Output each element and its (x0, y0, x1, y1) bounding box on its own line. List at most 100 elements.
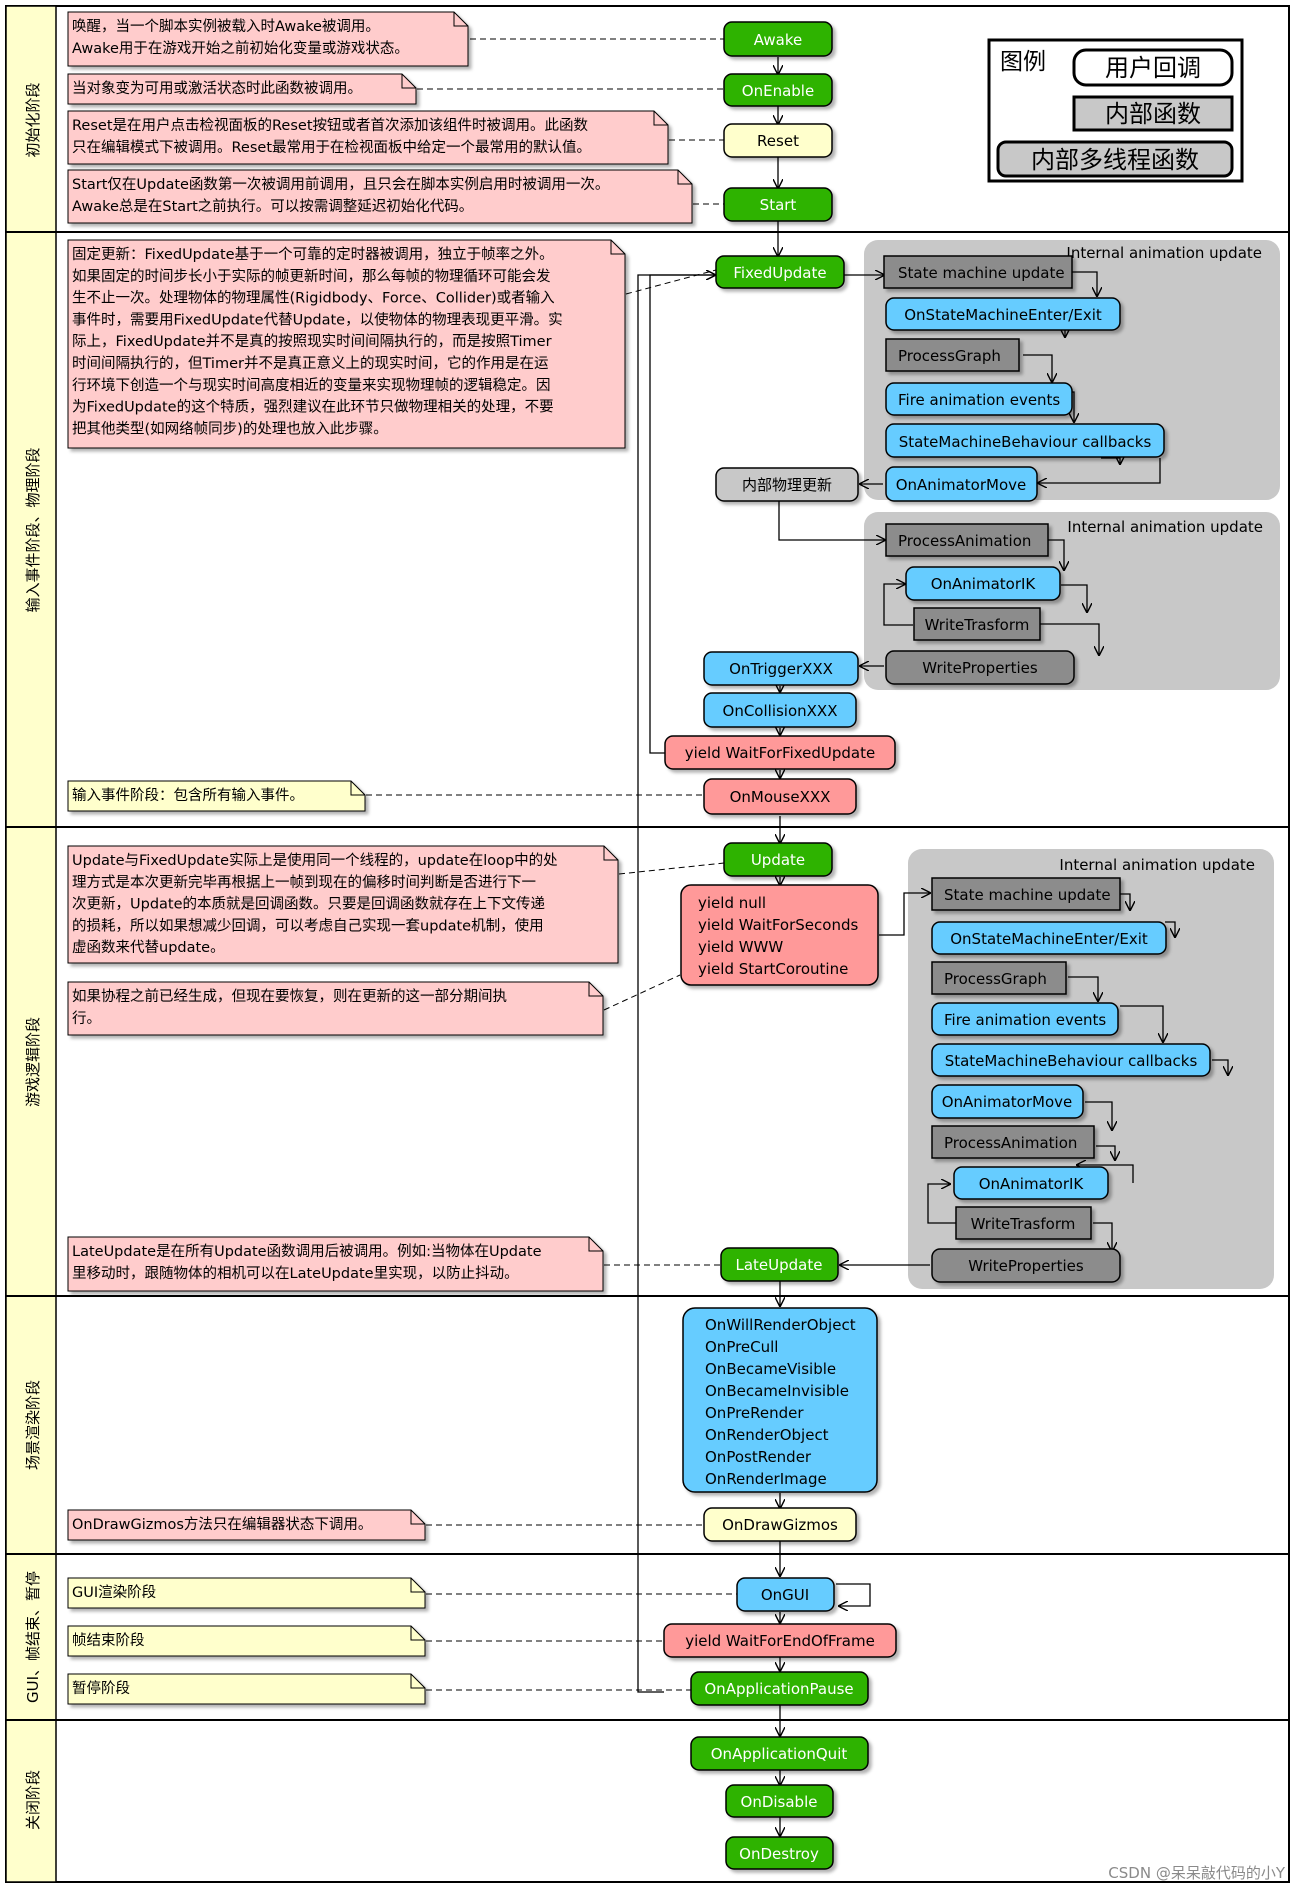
yield-www: yield WWW (698, 938, 783, 956)
svg-text:Reset: Reset (757, 132, 799, 150)
write-properties-2: WriteProperties (968, 1257, 1084, 1275)
note-line: LateUpdate是在所有Update函数调用后被调用。例如:当物体在Upda… (72, 1243, 542, 1260)
svg-text:Update: Update (751, 851, 805, 869)
update-node: Update (723, 842, 833, 877)
note-line: 虚函数来代替update。 (72, 939, 225, 956)
note-line: 行。 (72, 1010, 101, 1027)
write-trasform-2: WriteTrasform (971, 1215, 1076, 1233)
note-line: GUI渲染阶段 (72, 1584, 156, 1601)
lateupdate-node: LateUpdate (720, 1247, 839, 1282)
phase-label-input-physics: 输入事件阶段、物理阶段 (24, 447, 42, 612)
note-fixedupdate: 固定更新：FixedUpdate基于一个可靠的定时器被调用，独立于帧率之外。如果… (67, 239, 626, 449)
onmouse-node: OnMouseXXX (703, 778, 857, 815)
svg-text:内部物理更新: 内部物理更新 (742, 476, 832, 494)
fire-animation-events-1: Fire animation events (898, 391, 1060, 409)
note-frame-end: 帧结束阶段 (67, 1625, 426, 1657)
note-line: 生不止一次。处理物体的物理属性(Rigidbody、Force、Collider… (72, 290, 555, 307)
onapplicationpause-node: OnApplicationPause (690, 1671, 869, 1706)
svg-text:OnPreCull: OnPreCull (705, 1338, 778, 1356)
svg-text:OnDestroy: OnDestroy (739, 1845, 819, 1863)
process-graph-1: ProcessGraph (898, 347, 1001, 365)
state-machine-behaviour-callbacks-1: StateMachineBehaviour callbacks (899, 433, 1152, 451)
internal-title-1: Internal animation update (1066, 244, 1262, 262)
fixedupdate-node: FixedUpdate (715, 255, 845, 289)
phase-label-shutdown: 关闭阶段 (24, 1770, 42, 1830)
note-ondrawgizmos: OnDrawGizmos方法只在编辑器状态下调用。 (67, 1509, 426, 1541)
svg-text:OnDrawGizmos: OnDrawGizmos (722, 1516, 838, 1534)
note-line: 输入事件阶段：包含所有输入事件。 (72, 787, 304, 804)
note-line: Awake用于在游戏开始之前初始化变量或游戏状态。 (72, 40, 409, 57)
legend-user-callback-swatch (1072, 48, 1234, 87)
phase-label-gui: GUI、帧结束、暂停 (24, 1571, 42, 1703)
note-line: 如果协程之前已经生成，但现在要恢复，则在更新的这一部分期间执 (72, 987, 507, 1005)
internal-nodes-update: State machine update OnStateMachineEnter… (931, 877, 1211, 1283)
phase-label-render: 场景渲染阶段 (24, 1380, 42, 1470)
svg-text:OnDisable: OnDisable (741, 1793, 818, 1811)
svg-text:Awake: Awake (754, 31, 803, 49)
render-callbacks-node: OnWillRenderObject OnPreCull OnBecameVis… (682, 1307, 878, 1493)
svg-text:OnApplicationPause: OnApplicationPause (704, 1680, 853, 1698)
ondrawgizmos-node: OnDrawGizmos (703, 1507, 857, 1542)
start-node: Start (723, 187, 833, 222)
on-state-machine-enter-exit-1: OnStateMachineEnter/Exit (904, 306, 1102, 324)
note-line: 的损耗，所以如果想减少回调，可以考虑自己实现一套update机制，使用 (72, 917, 544, 934)
onenable-node: OnEnable (723, 73, 833, 107)
note-start: Start仅在Update函数第一次被调用前调用，且只会在脚本实例启用时被调用一… (67, 169, 693, 224)
svg-text:yield WaitForFixedUpdate: yield WaitForFixedUpdate (685, 744, 875, 762)
note-line: Awake总是在Start之前执行。可以按需调整延迟初始化代码。 (72, 198, 473, 215)
legend: 图例 用户回调 内部函数 内部多线程函数 (987, 38, 1244, 183)
svg-text:OnGUI: OnGUI (761, 1586, 809, 1604)
svg-text:OnMouseXXX: OnMouseXXX (730, 788, 831, 806)
ontrigger-node: OnTriggerXXX (703, 651, 859, 686)
state-machine-update-1: State machine update (898, 264, 1065, 282)
note-line: 际上，FixedUpdate并不是真的按照现实时间间隔执行的，而是按照Timer (72, 332, 552, 350)
note-line: 理方式是本次更新完毕再根据上一帧到现在的偏移时间判断是否进行下一 (72, 874, 536, 891)
svg-text:OnPreRender: OnPreRender (705, 1404, 804, 1422)
legend-title: 图例 (1000, 49, 1046, 75)
note-reset: Reset是在用户点击检视面板的Reset按钮或者首次添加该组件时被调用。此函数… (67, 110, 669, 165)
note-line: 把其他类型(如网络帧同步)的处理也放入此步骤。 (72, 420, 388, 437)
note-line: Start仅在Update函数第一次被调用前调用，且只会在脚本实例启用时被调用一… (72, 175, 609, 193)
note-line: Update与FixedUpdate实际上是使用同一个线程的，update在lo… (72, 852, 558, 869)
note-line: 行环境下创造一个与现实时间高度相近的变量来实现物理帧的逻辑稳定。因 (72, 376, 551, 394)
legend-internal-function-swatch (1072, 95, 1234, 132)
on-state-machine-enter-exit-2: OnStateMachineEnter/Exit (950, 930, 1148, 948)
note-connectors (366, 38, 737, 1691)
note-line: 唤醒，当一个脚本实例被载入时Awake被调用。 (72, 18, 380, 35)
svg-text:OnRenderObject: OnRenderObject (705, 1426, 829, 1444)
svg-text:LateUpdate: LateUpdate (736, 1256, 823, 1274)
yield-endofframe-node: yield WaitForEndOfFrame (663, 1623, 897, 1658)
note-update: Update与FixedUpdate实际上是使用同一个线程的，update在lo… (67, 845, 619, 964)
ondestroy-node: OnDestroy (725, 1836, 834, 1870)
awake-node: Awake (723, 21, 833, 57)
note-onenable: 当对象变为可用或激活状态时此函数被调用。 (67, 73, 417, 105)
internal-title-2: Internal animation update (1067, 518, 1263, 536)
watermark: CSDN @呆呆敲代码的小Y (1108, 1864, 1286, 1882)
phase-dividers (6, 231, 1289, 1721)
note-lateupdate: LateUpdate是在所有Update函数调用后被调用。例如:当物体在Upda… (67, 1236, 604, 1292)
coroutine-yields-node: yield null yield WaitForSeconds yield WW… (680, 884, 879, 986)
note-pause: 暂停阶段 (67, 1673, 426, 1705)
svg-text:OnBecameInvisible: OnBecameInvisible (705, 1382, 849, 1400)
state-machine-behaviour-callbacks-2: StateMachineBehaviour callbacks (945, 1052, 1198, 1070)
physics-update-node: 内部物理更新 (715, 467, 859, 502)
note-line: 只在编辑模式下被调用。Reset最常用于在检视面板中给定一个最常用的默认值。 (72, 138, 591, 156)
note-line: 时间间隔执行的，但Timer并不是真正意义上的现实时间，它的作用是在运 (72, 354, 549, 372)
note-line: 为FixedUpdate的这个特质，强烈建议在此环节只做物理相关的处理，不要 (72, 399, 554, 416)
note-line: 当对象变为可用或激活状态时此函数被调用。 (72, 80, 362, 97)
note-line: 帧结束阶段 (72, 1632, 145, 1649)
internal-nodes-fixed: State machine update OnStateMachineEnter… (883, 255, 1165, 502)
svg-text:OnRenderImage: OnRenderImage (705, 1470, 827, 1488)
yield-waitforseconds: yield WaitForSeconds (698, 916, 858, 934)
note-line: 事件时，需要用FixedUpdate代替Update，以使物体的物理表现更平滑。… (72, 311, 563, 328)
legend-internal-function: 内部函数 (1105, 100, 1201, 128)
on-animator-move-1: OnAnimatorMove (896, 476, 1027, 494)
svg-text:FixedUpdate: FixedUpdate (733, 264, 826, 282)
svg-text:OnTriggerXXX: OnTriggerXXX (729, 660, 833, 678)
state-machine-update-2: State machine update (944, 886, 1111, 904)
note-line: OnDrawGizmos方法只在编辑器状态下调用。 (72, 1516, 372, 1533)
svg-text:OnBecameVisible: OnBecameVisible (705, 1360, 836, 1378)
reset-node: Reset (723, 123, 833, 158)
oncollision-node: OnCollisionXXX (703, 692, 857, 728)
